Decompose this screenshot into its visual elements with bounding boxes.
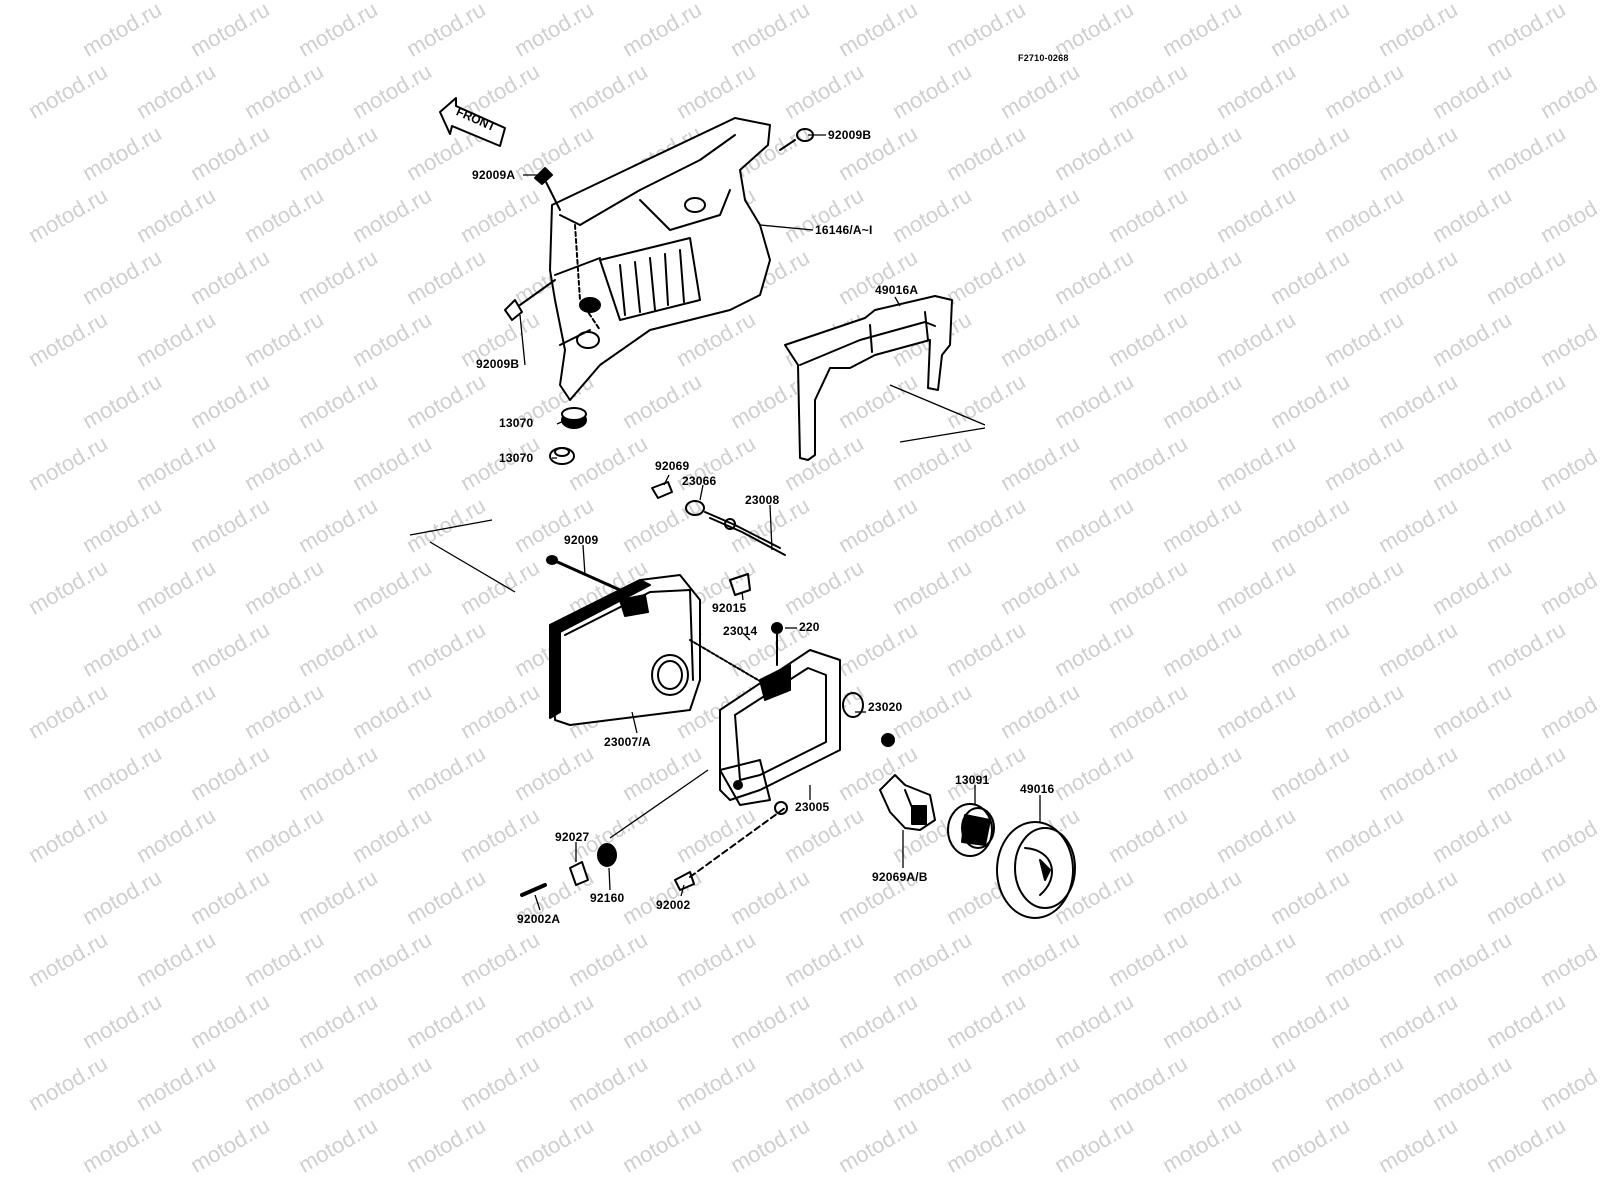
part-label: 92009 [564, 533, 599, 547]
front-arrow-icon [439, 97, 506, 147]
part-label: 23066 [682, 474, 717, 488]
part-label: 92069A/B [872, 870, 928, 884]
part-label: 23007/A [604, 735, 651, 749]
part-label: 16146/A~I [815, 223, 873, 237]
diagram-code: F2710-0268 [1018, 53, 1069, 63]
part-label: 92069 [655, 459, 690, 473]
rubber-trim-49016a [784, 295, 953, 461]
bulb-socket [947, 803, 995, 857]
part-label: 92027 [555, 830, 590, 844]
part-label: 92009B [828, 128, 872, 142]
part-label: 23008 [745, 493, 780, 507]
adjust-screw-23014 [689, 639, 776, 691]
part-label: 92009A [472, 168, 516, 182]
part-label: 92009B [476, 357, 520, 371]
part-label: 23020 [868, 700, 903, 714]
screw-92002a [520, 883, 547, 897]
nut-23020 [881, 733, 895, 747]
leader-lines [409, 134, 1041, 911]
grommet-23066 [685, 500, 705, 516]
screw-92009b-lower [504, 279, 556, 321]
headlight-cover [549, 117, 771, 401]
clip-92015 [729, 573, 751, 596]
part-label: 92015 [712, 601, 747, 615]
wire-harness-23008 [704, 511, 786, 556]
screw-92009b-upper [779, 128, 814, 151]
part-label: 92002 [656, 898, 691, 912]
screw-92002 [674, 807, 786, 891]
part-label: 92160 [590, 891, 625, 905]
part-label: 49016 [1020, 782, 1055, 796]
part-label: 13070 [499, 451, 534, 465]
nut-220 [771, 622, 783, 666]
part-label: 13070 [499, 416, 534, 430]
dust-cover [996, 821, 1076, 919]
headlight-mounting-frame [719, 649, 864, 815]
screw-92009a [534, 167, 561, 211]
grommet-13070-lower [549, 447, 575, 465]
grommet-13070-upper [561, 407, 587, 429]
screw-92027 [569, 861, 589, 886]
part-label: 49016A [875, 283, 919, 297]
headlight-lens-unit [549, 574, 701, 726]
spacer-92160 [597, 843, 617, 867]
part-label: 92002A [517, 912, 561, 926]
part-label: 220 [799, 620, 820, 634]
part-label: 13091 [955, 773, 990, 787]
screw-92009 [546, 555, 622, 592]
part-label: 23005 [795, 800, 830, 814]
headlight-bulb [879, 774, 936, 831]
part-label: 23014 [723, 624, 758, 638]
clip-92069 [651, 481, 673, 499]
